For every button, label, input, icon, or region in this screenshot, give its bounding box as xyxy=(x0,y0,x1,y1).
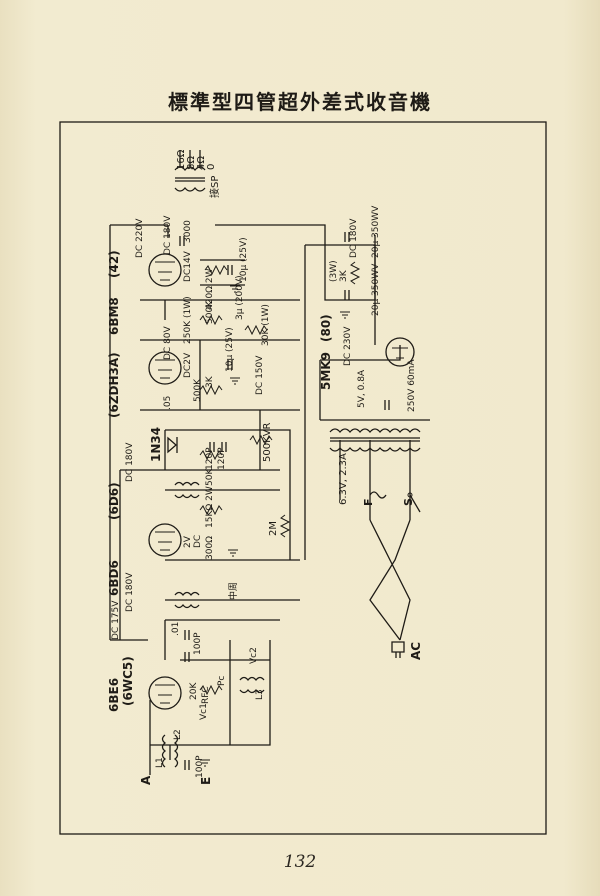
r15k-label: 15KΩ 2W xyxy=(205,486,215,528)
speaker-tap-8: 8Ω xyxy=(186,156,197,170)
speaker-label: 接SP xyxy=(208,176,221,198)
dc180d-label: DC 180V xyxy=(349,218,359,258)
dc180a-label: DC 180V xyxy=(163,215,173,255)
tube-5mk9-name: 5MK9 xyxy=(319,352,333,390)
page-title: 標準型四管超外差式收音機 xyxy=(168,90,432,114)
cap05-label: .05 xyxy=(163,396,173,410)
w3-label: (3W) xyxy=(329,260,339,282)
capacitors xyxy=(179,232,390,770)
vr500k-label: 500KVR xyxy=(262,423,273,462)
vc1-label: Vc1 xyxy=(199,703,209,720)
tube-6bd6-alt: (6D6) xyxy=(107,482,121,520)
tube-6bm8 xyxy=(148,253,182,287)
speaker-tap-4: 4Ω xyxy=(196,156,207,170)
cap20-350b-label: 20μ 350WV xyxy=(371,263,381,316)
r250k-label: 250K (1W) xyxy=(183,296,193,344)
tube-6bm8-name: 6BM8 xyxy=(107,297,121,335)
dc180b-label: DC 180V xyxy=(125,442,135,482)
tube-5mk9-alt: (80) xyxy=(319,314,333,342)
pc-label: Pc xyxy=(217,676,227,686)
output-transformer xyxy=(174,150,206,192)
dc2-label: DC2V xyxy=(183,352,193,378)
cap10-25-label: 10μ (25V) xyxy=(239,237,249,282)
speaker-tap-0: 0 xyxy=(206,164,217,170)
tube-6be6 xyxy=(148,676,182,710)
dc150-label: DC 150V xyxy=(255,355,265,395)
l2-label: L2 xyxy=(173,729,183,740)
if-transformer-1 xyxy=(174,481,200,499)
cap120a-label: 120P xyxy=(205,447,215,470)
tube-6be6-name: 6BE6 xyxy=(107,678,121,712)
tube-6be6-alt: (6WC5) xyxy=(121,656,135,706)
r500k-a-label: 500K xyxy=(205,300,215,324)
antenna-e-label: E xyxy=(199,777,213,785)
switch-label: S xyxy=(402,498,415,506)
ac-plug xyxy=(391,641,405,658)
if-transformer-2 xyxy=(174,591,200,609)
tube-5mk9 xyxy=(385,337,415,367)
dc180c-label: DC 180V xyxy=(125,572,135,612)
if-label: 中周 xyxy=(227,582,239,600)
cap20-350a-label: 20μ 350WV xyxy=(371,205,381,258)
r50k-label: 50K xyxy=(205,468,215,486)
r30k-label: 30K (1W) xyxy=(261,304,271,346)
r2m-label: 2M xyxy=(268,521,279,536)
l3-label: L3 xyxy=(255,689,265,700)
cap120b-label: 120P xyxy=(217,447,227,470)
diode-1n34-label: 1N34 xyxy=(149,427,163,462)
r500k-b-label: 500K xyxy=(193,378,203,402)
r3k-a-label: 3K xyxy=(205,375,215,388)
diode-1n34 xyxy=(167,436,178,454)
tube-6bd6 xyxy=(148,523,182,557)
wiring xyxy=(109,224,430,775)
page-number: 132 xyxy=(283,852,317,872)
tube-6zdh3a-alt: (6ZDH3A) xyxy=(107,352,121,418)
power-switch xyxy=(407,492,421,513)
dc2v-label: 2V xyxy=(183,535,193,548)
tube-6zdh3a xyxy=(148,351,182,385)
l1-label: L1 xyxy=(155,757,165,768)
rfc-label: RFC xyxy=(201,686,211,704)
osc-coil xyxy=(239,676,265,694)
fuse-label: F xyxy=(362,498,375,506)
cap100-label: 100P xyxy=(193,632,203,655)
r300-label: 300Ω xyxy=(205,536,215,560)
antenna-coil xyxy=(161,734,179,768)
antenna-a-label: A xyxy=(139,775,153,785)
speaker-tap-16: 16Ω xyxy=(176,149,187,170)
dc230-label: DC 230V xyxy=(343,326,353,366)
cap3-200-label: 3μ (200V) xyxy=(235,275,245,320)
fuse xyxy=(369,491,387,499)
fil5v-label: 5V, 0.8A xyxy=(357,369,367,408)
cap10-25b-label: 10μ (25V) xyxy=(225,327,235,372)
dc80-label: DC 80V xyxy=(163,325,173,360)
dc0-label: DC xyxy=(193,535,203,548)
fil63-label: 6.3V, 2.3A xyxy=(338,453,349,505)
r20k-label: 20K xyxy=(189,682,199,700)
ac-label: AC xyxy=(409,642,423,660)
resistors xyxy=(199,261,361,696)
cap100b-label: 100P xyxy=(195,755,205,778)
cap-3000: 3000 xyxy=(183,220,193,243)
power-transformer xyxy=(329,428,421,452)
cap01-label: .01 xyxy=(171,622,181,636)
ground-symbols xyxy=(200,285,350,767)
sec250-label: 250V 60mA xyxy=(407,359,417,412)
dc220-label: DC 220V xyxy=(135,218,145,258)
r3k-b-label: 3K xyxy=(339,269,349,282)
dc175-label: DC 175V xyxy=(111,600,121,640)
vc2-label: Vc2 xyxy=(249,647,259,664)
tube-6bm8-alt: (42) xyxy=(107,250,121,278)
diagram-frame xyxy=(59,121,547,835)
tube-6bd6-name: 6BD6 xyxy=(107,560,121,596)
dc14-label: DC14V xyxy=(183,250,193,282)
r420-label: 420Ω 2W xyxy=(205,268,215,310)
